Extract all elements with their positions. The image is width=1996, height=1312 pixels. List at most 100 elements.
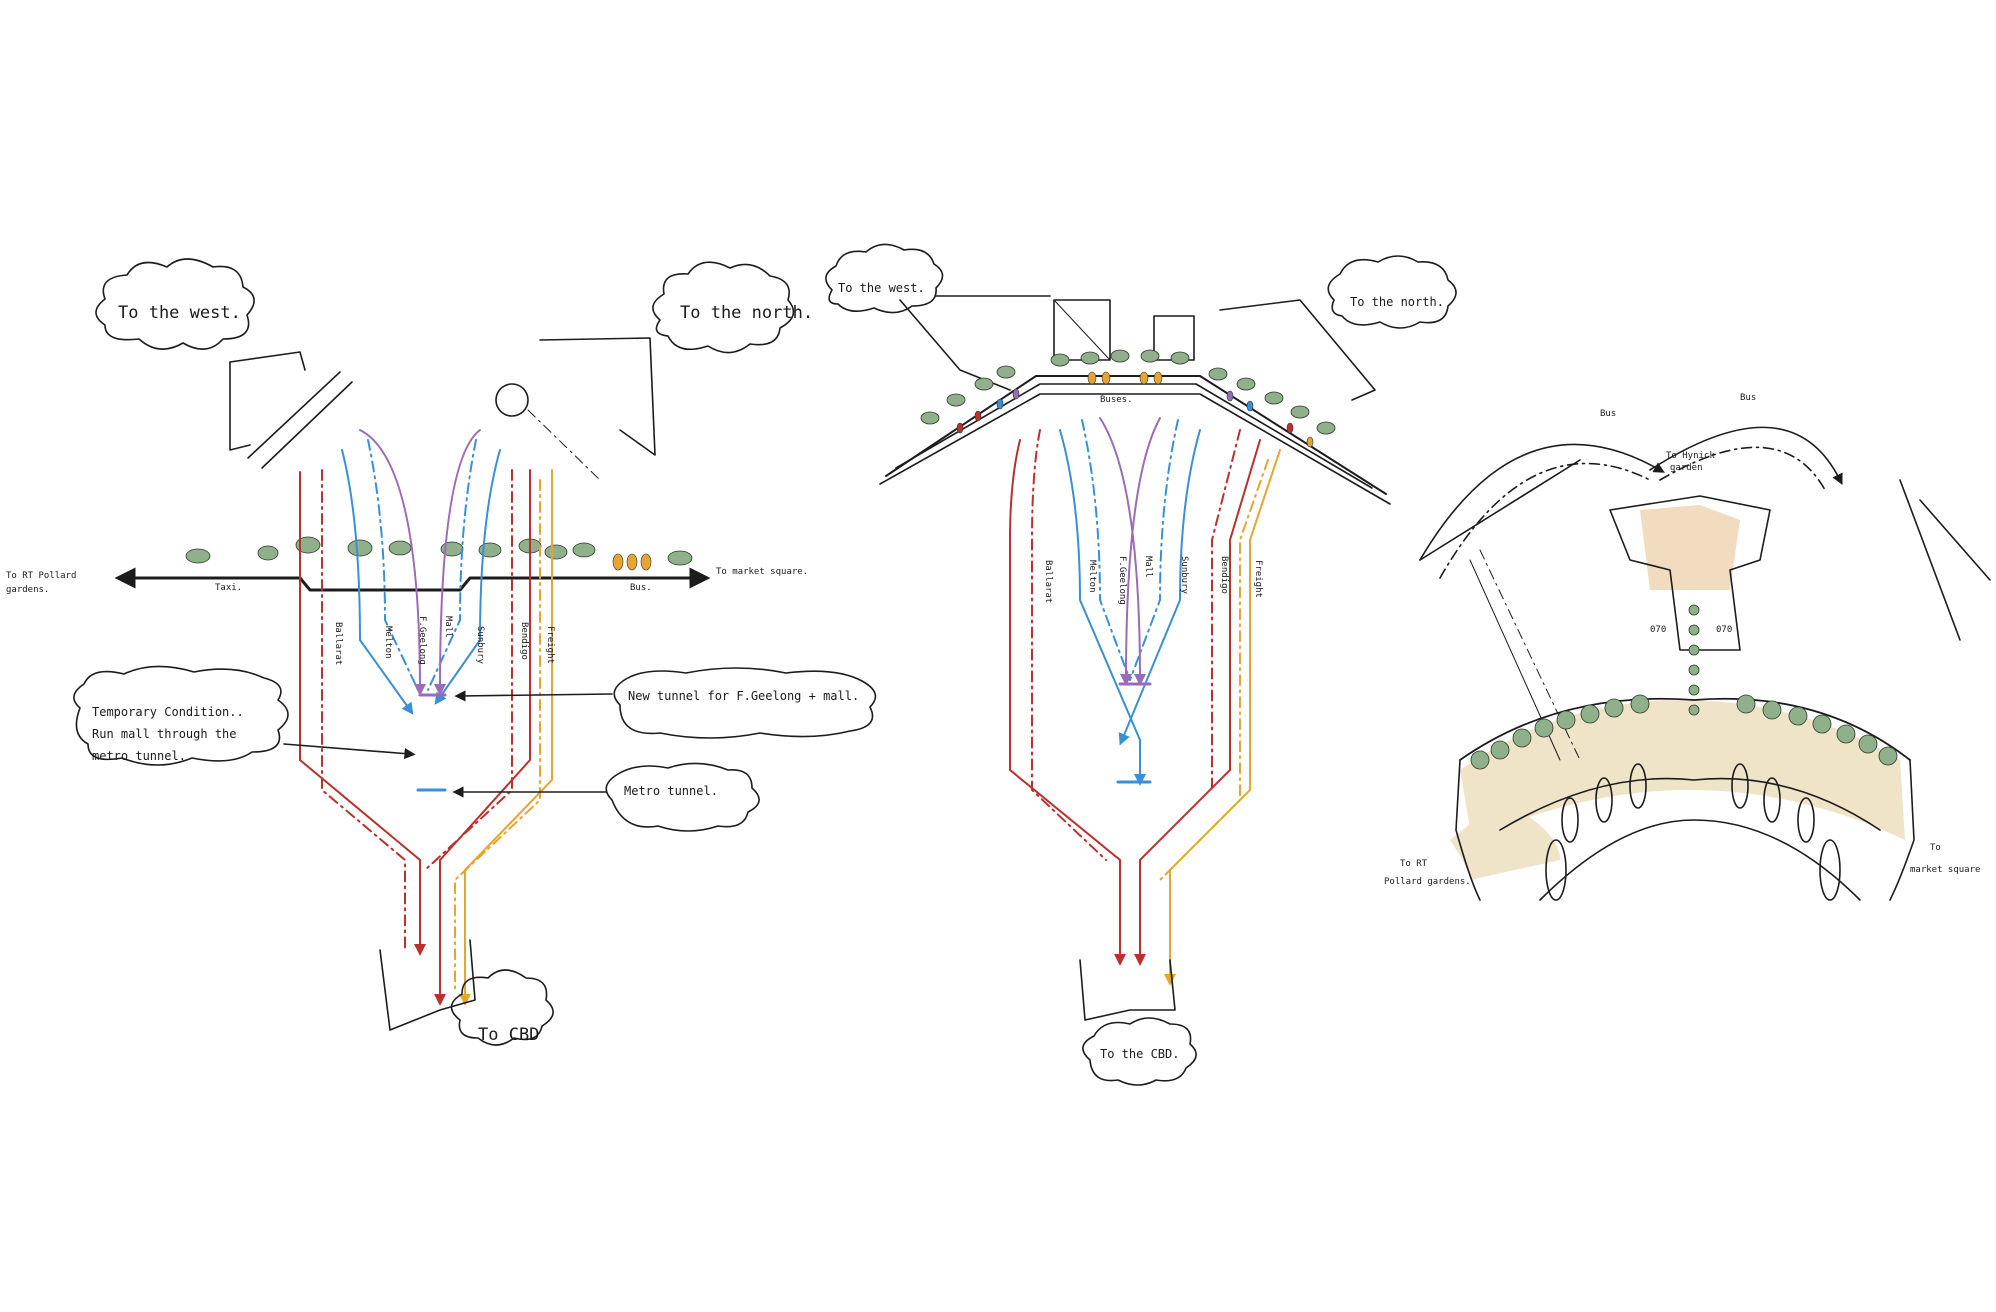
vehicles-2: [956, 371, 1314, 448]
east-approach: [1899, 479, 1961, 641]
flow-melton: [341, 449, 414, 715]
label-geelong-1: F.Geelong: [417, 616, 427, 665]
north-label-2: To the north.: [1350, 295, 1444, 309]
west-road-1: [247, 371, 341, 459]
taxi-label: Taxi.: [215, 583, 242, 593]
cbd-arrow-1: [379, 939, 476, 1031]
flow-bendigo-2: [424, 469, 513, 871]
label-melton-1: Melton: [383, 626, 393, 659]
platform-inner: [895, 383, 1373, 489]
label-geelong-2: F.Geelong: [1117, 556, 1127, 605]
label-ballarat-2: Ballarat: [1043, 560, 1053, 603]
cbd-cloud-1: [450, 969, 554, 1046]
plaza-north-fill: [1640, 505, 1740, 590]
flow-bendigo: [434, 469, 531, 1006]
platform-bottom: [1539, 819, 1861, 901]
cbd-arrow-2: [1079, 959, 1176, 1021]
flows-2: [1009, 417, 1281, 986]
cbd-label-2: To the CBD.: [1100, 1047, 1179, 1061]
west-road-2: [261, 381, 353, 469]
bus-arc-right: [1649, 426, 1843, 486]
label-melton-2: Melton: [1087, 560, 1097, 593]
frame-left: [229, 361, 251, 451]
north-road-2a: [1219, 299, 1376, 401]
flows-1: [299, 429, 553, 1006]
platform-trees: [1470, 694, 1898, 770]
label-ballarat-1: Ballarat: [333, 622, 343, 665]
north-label: To the north.: [680, 303, 813, 323]
label-sunbury-2: Sunbury: [1179, 556, 1189, 595]
mid-right-label: 070: [1716, 625, 1732, 635]
trees-2: [920, 349, 1336, 435]
garden-label-1: To Hynick: [1666, 451, 1715, 461]
platform-mid: [1499, 777, 1881, 831]
note-temporary: Temporary Condition.. Run mall through t…: [73, 665, 416, 766]
central-trees: [1688, 604, 1700, 716]
west-road-2a: [899, 299, 1011, 391]
bus-label: Bus.: [630, 583, 652, 593]
flow-melton-2: [367, 439, 419, 691]
plaza-fill: [1460, 700, 1905, 840]
cbd-cloud-2: [1082, 1017, 1197, 1086]
buses-label-2: Buses.: [1100, 395, 1133, 405]
note-temporary-3: metro tunnel.: [92, 749, 186, 763]
flow-geelong: [359, 429, 426, 696]
outer-left: [1455, 759, 1481, 901]
flow-mall: [434, 429, 481, 696]
flow-sunbury-2: [427, 439, 477, 691]
note-new-tunnel: New tunnel for F.Geelong + mall.: [454, 667, 877, 739]
market-label-3b: market square: [1910, 865, 1980, 875]
line-labels-1: Ballarat Melton F.Geelong Mall Sunbury B…: [333, 616, 555, 665]
shelters: [1545, 763, 1841, 901]
flow-ballarat-down: [299, 471, 426, 956]
flow-freight: [459, 469, 553, 1006]
flow-freight-2: [454, 479, 541, 991]
note-temporary-1: Temporary Condition..: [92, 705, 244, 719]
west-label-2: To the west.: [838, 281, 925, 295]
west-label: To the west.: [118, 303, 241, 323]
main-road: [114, 567, 711, 592]
platform-top: [1459, 697, 1911, 761]
label-sunbury-1: Sunbury: [475, 626, 485, 665]
mid-left-label: 070: [1650, 625, 1666, 635]
gardens-label-3a: To RT: [1400, 859, 1428, 869]
trees-1: [185, 536, 693, 566]
label-freight-2: Freight: [1253, 560, 1263, 598]
gardens-label-3b: Pollard gardens.: [1384, 877, 1471, 887]
garden-label-2: garden: [1670, 463, 1703, 473]
note-metro-tunnel: Metro tunnel.: [452, 762, 760, 832]
label-bendigo-2: Bendigo: [1219, 556, 1229, 594]
flow-sunbury: [434, 449, 501, 705]
bus-arc-left: [1419, 443, 1665, 561]
frame-right: [539, 337, 656, 456]
line-labels-2: Ballarat Melton F.Geelong Mall Sunbury B…: [1043, 556, 1263, 605]
label-freight-1: Freight: [545, 626, 555, 664]
label-mall-2: Mall: [1143, 556, 1153, 578]
north-road: [527, 409, 601, 481]
lt-marker: [495, 383, 529, 417]
station-roof: [1609, 495, 1771, 651]
note-temporary-2: Run mall through the: [92, 727, 237, 741]
market-label-3a: To: [1930, 843, 1941, 853]
west-cloud-2: To the west.: [825, 243, 944, 314]
cbd-label-1: To CBD: [478, 1025, 539, 1045]
north-cloud: To the north.: [652, 261, 813, 354]
gardens-label-2: gardens.: [6, 585, 49, 595]
north-cloud-2: To the north.: [1327, 255, 1457, 329]
market-label: To market square.: [716, 567, 808, 577]
buses-1: [612, 553, 652, 571]
sketch-1: To the west. To the north.: [6, 258, 877, 1046]
bus-right-label: Bus: [1740, 393, 1756, 403]
flow-ballarat-up: [321, 469, 406, 951]
platform-lower: [879, 393, 1391, 505]
label-bendigo-1: Bendigo: [519, 622, 529, 660]
west-approach: [1419, 459, 1581, 561]
note-new-tunnel-label: New tunnel for F.Geelong + mall.: [628, 689, 859, 703]
outer-right: [1889, 759, 1915, 901]
frame-left-top: [229, 351, 306, 371]
note-metro-tunnel-label: Metro tunnel.: [624, 784, 718, 798]
gardens-label-1: To RT Pollard: [6, 571, 76, 581]
sketch-3: Bus Bus To Hynick garden 070 070: [1384, 393, 1991, 901]
label-mall-1: Mall: [443, 616, 453, 638]
